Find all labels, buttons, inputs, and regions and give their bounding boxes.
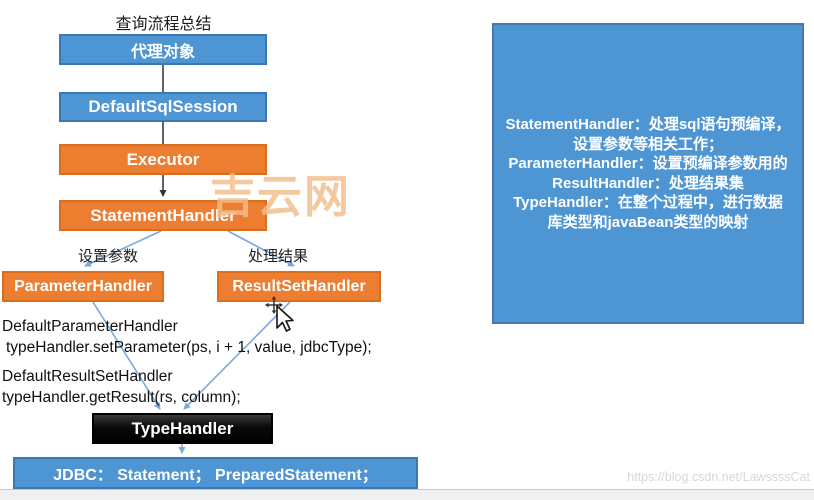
note-code: typeHandler.setParameter(ps, i + 1, valu… [6, 339, 372, 356]
info-panel-line: ParameterHandler：设置预编译参数用的 [508, 155, 788, 172]
note-default-parameter-handler: DefaultParameterHandler typeHandler.setP… [2, 318, 372, 357]
edge-label-handle-results: 处理结果 [248, 248, 309, 265]
flow-node-statement-handler: StatementHandler [59, 200, 267, 231]
edge-label-set-params: 设置参数 [78, 248, 139, 265]
flow-node-jdbc: JDBC： Statement； PreparedStatement； [13, 457, 418, 489]
flow-node-default-sql-session: DefaultSqlSession [59, 92, 267, 122]
note-heading: DefaultParameterHandler [2, 318, 178, 335]
flow-node-executor: Executor [59, 144, 267, 175]
info-panel-line: ResultHandler：处理结果集 [552, 174, 744, 192]
info-panel-line: TypeHandler：在整个过程中，进行数据 [513, 194, 783, 211]
center-watermark: 吉云网 [210, 171, 352, 222]
info-panel-line: 库类型和javaBean类型的映射 [547, 213, 749, 231]
url-watermark: https://blog.csdn.net/LawssssCat [627, 470, 810, 484]
mouse-cursor-icon [265, 296, 294, 332]
note-heading: DefaultResultSetHandler [2, 368, 173, 385]
connector-lines [84, 65, 295, 454]
info-panel: StatementHandler：处理sql语句预编译， 设置参数等相关工作； … [492, 23, 804, 324]
page-title: 查询流程总结 [115, 16, 212, 33]
bottom-strip [0, 489, 814, 500]
info-panel-line: 设置参数等相关工作； [572, 135, 723, 153]
flow-node-type-handler: TypeHandler [92, 413, 273, 444]
flow-node-proxy-object: 代理对象 [59, 34, 267, 65]
info-panel-line: StatementHandler：处理sql语句预编译， [505, 116, 791, 133]
note-default-result-set-handler: DefaultResultSetHandler typeHandler.getR… [2, 368, 241, 407]
flow-node-parameter-handler: ParameterHandler [2, 271, 164, 302]
flow-node-result-set-handler: ResultSetHandler [217, 271, 381, 302]
note-code: typeHandler.getResult(rs, column); [2, 389, 241, 406]
